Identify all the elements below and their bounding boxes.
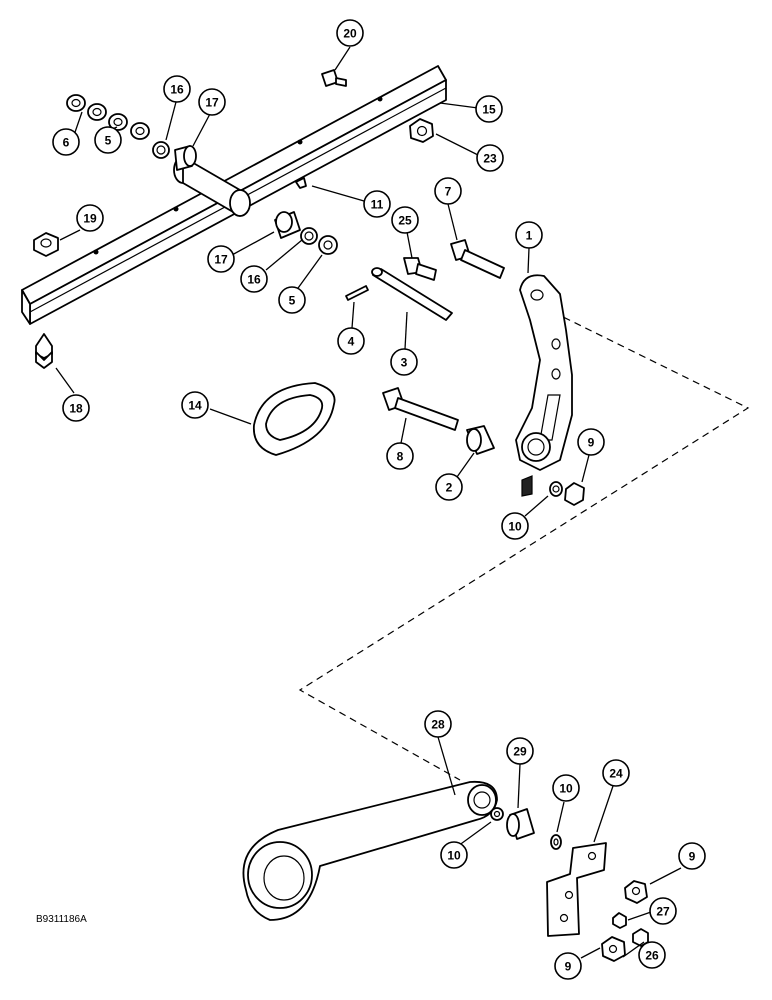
drawing-code: B9311186A [36, 914, 87, 925]
bolt-8-part [382, 387, 459, 431]
svg-text:20: 20 [343, 27, 357, 41]
svg-text:8: 8 [397, 450, 404, 464]
callout-17: 17 [207, 245, 235, 273]
callout-10: 10 [440, 841, 468, 869]
bushing-washers-middle [274, 211, 338, 255]
svg-text:7: 7 [445, 185, 452, 199]
callout-26: 26 [638, 941, 666, 969]
svg-text:3: 3 [401, 356, 408, 370]
shaft-3-part [371, 267, 453, 321]
svg-text:23: 23 [483, 152, 497, 166]
callout-4: 4 [337, 327, 365, 355]
callout-5: 5 [278, 286, 306, 314]
callout-2: 2 [435, 473, 463, 501]
svg-text:15: 15 [482, 103, 496, 117]
callout-11: 11 [363, 190, 391, 218]
channel-bar-part [21, 65, 447, 325]
linkage-dashed-line [298, 311, 750, 781]
svg-text:10: 10 [559, 782, 573, 796]
bushing-29-assembly [490, 807, 562, 850]
callout-19: 19 [76, 204, 104, 232]
svg-text:9: 9 [588, 436, 595, 450]
svg-text:10: 10 [447, 849, 461, 863]
svg-text:5: 5 [105, 134, 112, 148]
svg-text:2: 2 [446, 481, 453, 495]
bushing-2-part [466, 425, 495, 455]
plate-24-part [546, 842, 607, 937]
callout-27: 27 [649, 897, 677, 925]
svg-text:28: 28 [431, 718, 445, 732]
svg-text:1: 1 [526, 229, 533, 243]
callout-6: 6 [52, 128, 80, 156]
nut-19-part [33, 232, 59, 257]
washer-nut-upper [549, 481, 585, 506]
svg-text:16: 16 [170, 83, 184, 97]
callout-28: 28 [424, 710, 452, 738]
callout-25: 25 [391, 206, 419, 234]
handle-14-part [253, 382, 336, 456]
callout-5: 5 [94, 126, 122, 154]
arm-1-part [515, 274, 573, 497]
washer-stack-top [66, 94, 197, 171]
callout-17: 17 [198, 88, 226, 116]
svg-text:17: 17 [214, 253, 228, 267]
bolt-25-part [403, 257, 437, 281]
callout-3: 3 [390, 348, 418, 376]
svg-text:17: 17 [205, 96, 219, 110]
callout-23: 23 [476, 144, 504, 172]
svg-text:19: 19 [83, 212, 97, 226]
svg-text:24: 24 [609, 767, 623, 781]
svg-text:5: 5 [289, 294, 296, 308]
arm-28-part [242, 780, 498, 921]
callout-1: 1 [515, 221, 543, 249]
callout-24: 24 [602, 759, 630, 787]
callout-16: 16 [240, 265, 268, 293]
callout-9: 9 [577, 428, 605, 456]
svg-text:10: 10 [508, 520, 522, 534]
callout-20: 20 [336, 19, 364, 47]
nut-23-part [409, 118, 434, 143]
leader-lines [55, 46, 682, 959]
callout-9: 9 [678, 842, 706, 870]
callout-18: 18 [62, 394, 90, 422]
callout-15: 15 [475, 95, 503, 123]
svg-text:27: 27 [656, 905, 670, 919]
callout-10: 10 [501, 512, 529, 540]
svg-text:9: 9 [565, 960, 572, 974]
callout-10: 10 [552, 774, 580, 802]
svg-text:14: 14 [188, 399, 202, 413]
svg-text:29: 29 [513, 745, 527, 759]
callout-8: 8 [386, 442, 414, 470]
callout-7: 7 [434, 177, 462, 205]
bolt-20-part [321, 69, 347, 87]
callouts: 1 2 3 4 5 5 6 7 8 9 9 9 10 10 10 11 14 1… [52, 19, 706, 980]
callout-29: 29 [506, 737, 534, 765]
svg-text:4: 4 [348, 335, 355, 349]
callout-16: 16 [163, 75, 191, 103]
svg-text:9: 9 [689, 850, 696, 864]
svg-text:25: 25 [398, 214, 412, 228]
svg-text:11: 11 [371, 198, 384, 212]
svg-text:16: 16 [247, 273, 261, 287]
callout-14: 14 [181, 391, 209, 419]
callout-9: 9 [554, 952, 582, 980]
bolt-18-part [35, 333, 53, 369]
svg-text:18: 18 [69, 402, 83, 416]
bolt-7-part [450, 239, 505, 279]
clip-11-part [295, 177, 307, 189]
svg-text:6: 6 [63, 136, 70, 150]
pin-4-part [345, 285, 369, 301]
svg-text:26: 26 [645, 949, 659, 963]
